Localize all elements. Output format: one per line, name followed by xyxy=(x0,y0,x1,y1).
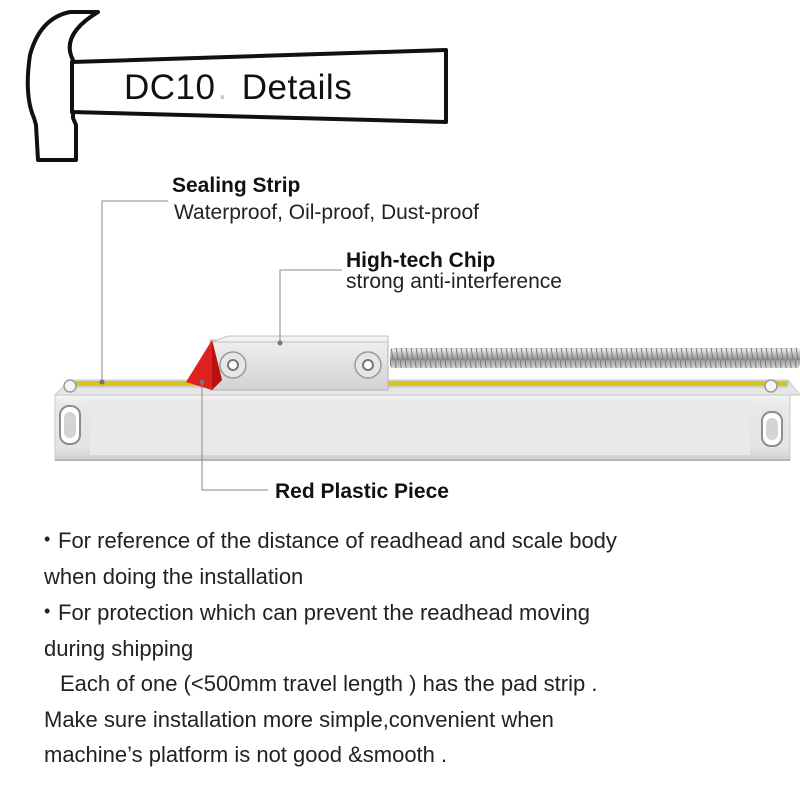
red-piece-leader xyxy=(201,382,268,491)
sealing-strip-title: Sealing Strip xyxy=(172,174,301,197)
bullet1-line1: •For reference of the distance of readhe… xyxy=(44,522,764,559)
title-details: Details xyxy=(241,68,353,107)
sealing-strip-subtitle: Waterproof, Oil-proof, Dust-proof xyxy=(174,201,479,224)
cable xyxy=(390,348,800,368)
hammer-graphic xyxy=(25,10,448,162)
hammer-icon xyxy=(25,10,100,162)
installation-line: Make sure installation more simple,conve… xyxy=(44,706,554,732)
chip-leader xyxy=(279,269,342,343)
sealing-strip-leader xyxy=(101,200,168,382)
bullet-symbol: • xyxy=(44,601,51,621)
bullet2-line2: during shipping xyxy=(44,635,194,661)
bullet-symbol: • xyxy=(44,529,51,549)
callout-lines xyxy=(99,200,342,491)
yellow-strip xyxy=(68,381,788,386)
chip-title: High-tech Chip xyxy=(346,249,496,272)
bullet1-line2: when doing the installation xyxy=(44,563,304,589)
description-block: •For reference of the distance of readhe… xyxy=(44,522,764,773)
bullet2-line1: •For protection which can prevent the re… xyxy=(44,594,764,631)
platform-line: machine’s platform is not good &smooth . xyxy=(44,742,448,767)
linear-scale-illustration xyxy=(53,200,800,491)
chip-subtitle: strong anti-interference xyxy=(346,270,562,293)
pad-strip-line: Each of one (<500mm travel length ) has … xyxy=(60,671,598,696)
hammer-handle-banner xyxy=(70,48,448,124)
red-piece-title: Red Plastic Piece xyxy=(275,480,449,503)
model-name: DC10 xyxy=(124,68,216,107)
page-title: DC10. Details xyxy=(124,68,352,108)
title-separator: . xyxy=(217,68,228,107)
